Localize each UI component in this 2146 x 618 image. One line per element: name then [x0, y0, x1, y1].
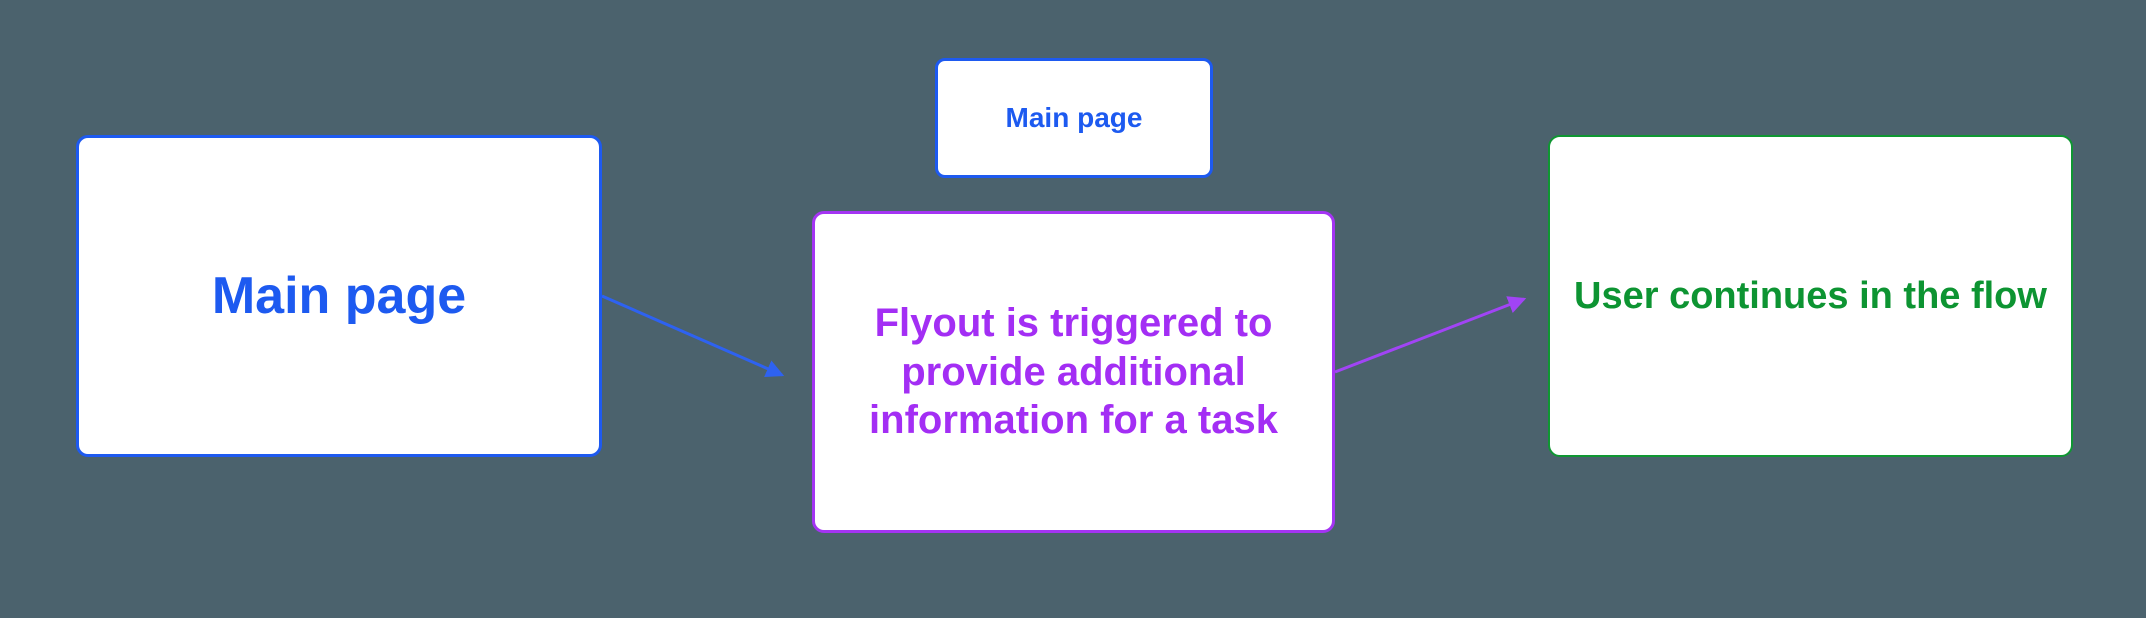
node-user-continues-label: User continues in the flow — [1574, 274, 2047, 317]
node-flyout-label: Flyout is triggered to provide additiona… — [869, 300, 1278, 443]
node-main-page-label: Main page — [211, 267, 467, 325]
connector-main-to-flyout[interactable] — [601, 294, 785, 377]
node-main-page-small-label: Main page — [1005, 102, 1143, 133]
connector-flyout-to-continue[interactable] — [1334, 296, 1527, 374]
node-main-page[interactable]: Main page — [76, 135, 602, 457]
node-main-page-small[interactable]: Main page — [935, 58, 1213, 178]
node-flyout[interactable]: Flyout is triggered to provide additiona… — [812, 211, 1335, 533]
node-user-continues[interactable]: User continues in the flow — [1548, 135, 2073, 457]
